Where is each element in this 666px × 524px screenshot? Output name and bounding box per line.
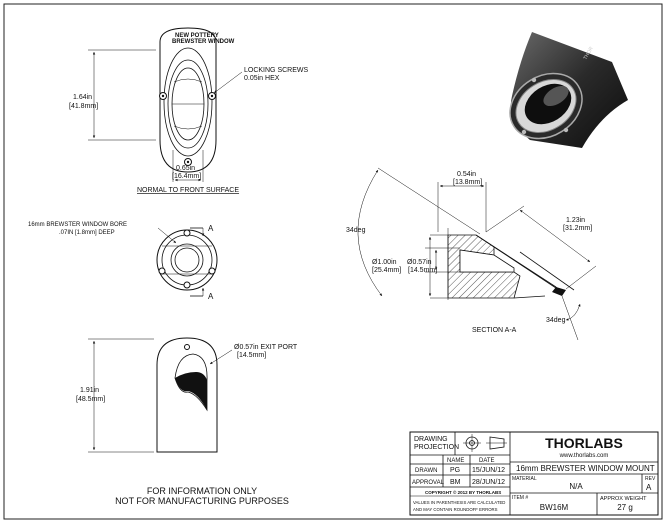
right-dim-in: 1.23in	[566, 217, 585, 224]
section-caption: SECTION A-A	[472, 327, 517, 334]
notice-line-1: FOR INFORMATION ONLY	[147, 486, 257, 496]
section-mark-bottom: A	[208, 292, 214, 301]
disclaimer-2: AND MAY CONTAIN ROUNDOFF ERRORS	[413, 507, 498, 512]
locking-screws-label: LOCKING SCREWS	[244, 67, 309, 74]
front-height-in: 1.64in	[73, 94, 92, 101]
inner-dia-in: Ø0.57in	[407, 259, 432, 266]
row2-name: BM	[450, 479, 461, 486]
disclaimer-1: VALUES IN PARENTHESIS ARE CALCULATED	[413, 500, 505, 505]
sheet-border	[3, 3, 663, 520]
front-width-in: 0.65in	[176, 165, 195, 172]
notice-line-2: NOT FOR MANUFACTURING PURPOSES	[115, 496, 289, 506]
bore-label-2: .07IN [1.8mm] DEEP	[59, 230, 115, 236]
front-width-mm: [16.4mm]	[172, 173, 201, 180]
row2-date: 28/JUN/12	[472, 479, 505, 486]
bore-label-1: 16mm BREWSTER WINDOW BORE	[28, 222, 127, 228]
outer-dia-in: Ø1.00in	[372, 259, 397, 266]
row1-date: 15/JUN/12	[472, 467, 505, 474]
angle-right: 34deg	[546, 317, 566, 324]
row1-name: PG	[450, 467, 460, 474]
thorlabs-website: www.thorlabs.com	[559, 453, 609, 459]
exit-height-mm: [48.5mm]	[76, 396, 105, 403]
thorlabs-logo: THORLABS	[545, 435, 623, 451]
right-dim-mm: [31.2mm]	[563, 225, 592, 232]
part-title: 16mm BREWSTER WINDOW MOUNT	[516, 464, 655, 473]
title-block: DRAWING PROJECTION NAME DATE DRAWN PG 15…	[409, 431, 659, 516]
bore-view: A A 16mm BREWSTER WINDOW BORE .07IN [1.8…	[28, 222, 218, 301]
engraved-mark-top: NEW POTTERY	[175, 33, 219, 39]
exit-height-in: 1.91in	[80, 387, 99, 394]
top-dim-mm: [13.8mm]	[453, 179, 482, 186]
exit-port-label: Ø0.57in EXIT PORT	[234, 344, 298, 351]
outer-dia-mm: [25.4mm]	[372, 267, 401, 274]
exit-port-mm: [14.5mm]	[237, 352, 266, 359]
weight-value: 27 g	[617, 503, 633, 512]
item-label: ITEM #	[512, 495, 528, 501]
front-view: NEW POTTERY BREWSTER WINDOW 1.64in [41.8…	[69, 27, 309, 194]
projection-symbol-icon	[463, 434, 507, 452]
material-value: N/A	[569, 482, 583, 491]
front-height-mm: [41.8mm]	[69, 103, 98, 110]
copyright: COPYRIGHT © 2012 BY THORLABS	[425, 489, 501, 495]
inner-dia-mm: [14.5mm]	[408, 267, 437, 274]
row1-label: DRAWN	[415, 468, 437, 474]
top-dim-in: 0.54in	[457, 171, 476, 178]
front-view-caption: NORMAL TO FRONT SURFACE	[137, 187, 239, 194]
isometric-render: THOR	[509, 32, 628, 148]
projection-label-2: PROJECTION	[414, 444, 459, 451]
section-mark-top: A	[208, 224, 214, 233]
exit-port-view: Ø0.57in EXIT PORT [14.5mm] 1.91in [48.5m…	[76, 337, 298, 453]
material-label: MATERIAL	[512, 476, 537, 482]
row2-label: APPROVAL	[412, 480, 445, 486]
engraved-mark-bottom: BREWSTER WINDOW	[172, 39, 235, 45]
col-name: NAME	[447, 458, 464, 464]
weight-label: APPROX WEIGHT	[600, 496, 647, 502]
locking-screws-hex: 0.05in HEX	[244, 75, 280, 82]
rev-value: A	[646, 483, 652, 492]
projection-label-1: DRAWING	[414, 436, 448, 443]
angle-left: 34deg	[346, 227, 366, 234]
col-date: DATE	[479, 458, 495, 464]
section-view: Ø1.00in [25.4mm] Ø0.57in [14.5mm] 0.54in…	[346, 167, 597, 341]
rev-label: REV	[645, 476, 656, 482]
item-value: BW16M	[540, 503, 569, 512]
